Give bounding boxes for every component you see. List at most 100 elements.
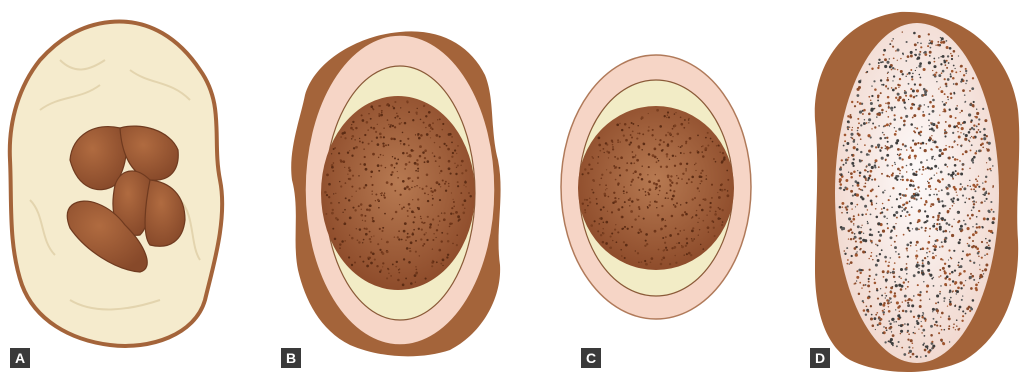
speckle-dot [924,230,926,232]
speckle-dot [857,127,859,129]
speckle-dot [910,123,913,126]
speckle-dot [913,193,915,195]
speckle-dot [947,305,948,306]
speckle-dot [839,187,842,190]
speckle-dot [920,42,922,44]
speckle-dot [853,238,855,240]
speckle-dot [630,134,632,136]
speckle-dot [676,202,678,204]
speckle-dot [892,38,893,39]
speckle-dot [672,155,674,157]
speckle-dot [914,333,916,335]
speckle-dot [659,190,661,192]
speckle-dot [697,135,699,137]
speckle-dot [915,96,916,97]
speckle-dot [876,116,878,118]
speckle-dot [949,109,951,111]
speckle-dot [973,279,975,281]
speckle-dot [651,134,653,136]
speckle-dot [342,132,345,135]
speckle-dot [867,222,869,224]
speckle-dot [857,118,859,120]
speckle-dot [950,73,952,75]
speckle-dot [857,225,860,228]
speckle-dot [881,157,884,160]
speckle-dot [939,269,941,271]
speckle-dot [383,155,384,156]
speckle-dot [921,264,924,267]
speckle-dot [894,292,896,294]
speckle-dot [419,145,422,148]
speckle-dot [927,269,930,272]
speckle-dot [420,218,422,220]
speckle-dot [956,192,957,193]
speckle-dot [946,222,949,225]
speckle-dot [960,183,962,185]
speckle-dot [328,183,331,186]
speckle-dot [944,240,947,243]
speckle-dot [927,350,930,353]
speckle-dot [648,166,650,168]
speckle-dot [727,190,729,192]
speckle-dot [938,212,940,214]
speckle-dot [404,122,407,125]
speckle-dot [416,269,418,271]
speckle-dot [879,149,881,151]
speckle-dot [968,236,970,238]
speckle-dot [897,175,899,177]
speckle-dot [344,137,346,139]
speckle-dot [598,137,601,140]
speckle-dot [900,215,902,217]
speckle-dot [587,172,589,174]
speckle-dot [887,302,890,305]
speckle-dot [886,154,889,157]
speckle-dot [908,156,911,159]
speckle-dot [940,275,942,277]
speckle-dot [900,179,901,180]
speckle-dot [326,194,328,196]
speckle-dot [919,51,921,53]
speckle-dot [969,276,972,279]
speckle-dot [711,220,713,222]
speckle-dot [918,53,920,55]
speckle-dot [844,140,846,142]
speckle-dot [976,247,979,250]
speckle-dot [938,57,939,58]
speckle-dot [377,143,380,146]
speckle-dot [893,295,896,298]
speckle-dot [896,179,898,181]
speckle-dot [382,266,383,267]
speckle-dot [394,101,396,103]
speckle-dot [929,178,931,180]
speckle-dot [889,176,891,178]
speckle-dot [399,118,401,120]
speckle-dot [660,229,661,230]
speckle-dot [924,104,925,105]
speckle-dot [937,41,939,43]
speckle-dot [966,197,967,198]
speckle-dot [889,297,890,298]
speckle-dot [612,144,613,145]
speckle-dot [940,41,943,44]
speckle-dot [861,287,862,288]
speckle-dot [914,43,917,46]
speckle-dot [894,246,897,249]
speckle-dot [850,261,853,264]
speckle-dot [680,146,682,148]
speckle-dot [952,205,954,207]
speckle-dot [592,192,594,194]
speckle-dot [377,164,380,167]
speckle-dot [932,252,933,253]
speckle-dot [948,278,951,281]
speckle-dot [972,105,974,107]
speckle-dot [889,323,891,325]
speckle-dot [937,44,940,47]
speckle-dot [381,238,382,239]
speckle-dot [971,119,973,121]
speckle-dot [877,222,880,225]
speckle-dot [947,157,948,158]
speckle-dot [714,235,716,237]
speckle-dot [456,244,458,246]
speckle-dot [604,193,607,196]
speckle-dot [917,221,919,223]
